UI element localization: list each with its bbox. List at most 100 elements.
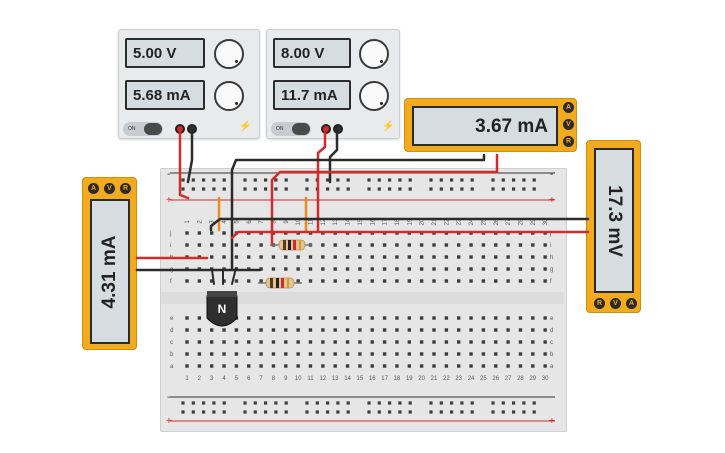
row-label: d — [550, 328, 553, 334]
column-label: 15 — [357, 376, 364, 382]
terminal-hole — [457, 328, 461, 332]
power-supply-2[interactable]: 8.00 V 11.7 mA ON ⚡ — [266, 29, 400, 139]
terminal-hole — [321, 255, 325, 259]
rail-hole — [346, 401, 350, 405]
terminal-hole — [395, 231, 399, 235]
terminal-hole — [444, 279, 449, 283]
ammeter-mode-button[interactable]: A — [563, 102, 574, 113]
psu2-on-toggle[interactable]: ON — [271, 122, 311, 136]
terminal-hole — [197, 267, 202, 271]
rail-hole — [532, 187, 536, 191]
terminal-hole — [457, 364, 461, 368]
terminal-hole — [494, 352, 498, 356]
terminal-hole — [395, 340, 399, 344]
psu1-current-knob-icon[interactable] — [214, 81, 244, 111]
rail-hole — [377, 187, 381, 191]
ammeter-mode-button[interactable]: A — [626, 298, 637, 309]
rail-hole — [243, 410, 247, 414]
voltmeter-mode-button[interactable]: V — [610, 298, 621, 309]
terminal-hole — [444, 328, 449, 332]
rail-hole — [326, 401, 330, 405]
voltmeter-mode-button[interactable]: V — [104, 183, 115, 194]
terminal-hole — [333, 352, 337, 356]
rail-hole — [512, 401, 516, 405]
voltmeter-mode-button[interactable]: V — [563, 119, 574, 130]
row-label: b — [550, 352, 554, 358]
psu1-positive-terminal[interactable] — [175, 124, 185, 134]
rail-hole — [460, 187, 464, 191]
psu1-voltage-knob-icon[interactable] — [214, 39, 244, 69]
terminal-hole — [197, 316, 202, 320]
psu2-positive-terminal[interactable] — [321, 124, 331, 134]
terminal-hole — [222, 364, 226, 368]
terminal-hole — [518, 267, 523, 271]
terminal-hole — [469, 231, 473, 235]
terminal-hole — [271, 364, 276, 368]
rail-hole — [450, 410, 454, 414]
column-label: 13 — [333, 218, 339, 225]
terminal-hole — [234, 279, 239, 283]
terminal-hole — [531, 352, 535, 356]
row-label: f — [550, 279, 552, 285]
row-label: h — [170, 255, 173, 261]
ohmmeter-mode-button[interactable]: R — [594, 298, 605, 309]
multimeter-top-display: 3.67 mA — [412, 106, 558, 146]
row-label: a — [170, 364, 174, 370]
terminal-hole — [531, 231, 535, 235]
rail-hole — [346, 178, 350, 182]
terminal-hole — [457, 243, 461, 247]
multimeter-right[interactable]: 17.3 mV R V A — [586, 140, 641, 313]
rail-hole — [326, 178, 330, 182]
multimeter-top[interactable]: 3.67 mA A V R — [404, 98, 577, 152]
psu1-negative-terminal[interactable] — [187, 124, 197, 134]
multimeter-left-display: 4.31 mA — [90, 199, 130, 344]
psu2-current-knob-icon[interactable] — [359, 81, 389, 111]
terminal-hole — [518, 340, 523, 344]
rail-hole — [460, 410, 464, 414]
column-label: 9 — [284, 376, 288, 382]
ammeter-mode-button[interactable]: A — [88, 183, 99, 194]
terminal-hole — [382, 243, 387, 247]
rail-hole — [408, 178, 412, 182]
terminal-hole — [247, 364, 251, 368]
terminal-hole — [382, 352, 387, 356]
power-supply-1[interactable]: 5.00 V 5.68 mA ON ⚡ — [118, 29, 260, 139]
ohmmeter-mode-button[interactable]: R — [563, 136, 574, 147]
terminal-hole — [222, 231, 226, 235]
rail-hole — [460, 178, 464, 182]
terminal-hole — [345, 340, 350, 344]
terminal-hole — [308, 364, 313, 368]
psu2-negative-terminal[interactable] — [333, 124, 343, 134]
psu2-voltage-knob-icon[interactable] — [359, 39, 389, 69]
column-label: 17 — [383, 218, 389, 225]
rail-hole — [274, 410, 278, 414]
multimeter-left[interactable]: 4.31 mA A V R — [82, 177, 137, 350]
terminal-hole — [419, 267, 424, 271]
rail-hole — [491, 178, 495, 182]
column-label: 19 — [407, 218, 413, 225]
terminal-hole — [506, 267, 510, 271]
column-label: 29 — [529, 376, 536, 382]
column-label: 27 — [505, 376, 512, 382]
terminal-hole — [432, 316, 436, 320]
terminal-hole — [210, 364, 214, 368]
terminal-hole — [345, 267, 350, 271]
terminal-hole — [457, 231, 461, 235]
terminal-hole — [358, 364, 362, 368]
rail-hole — [315, 178, 319, 182]
terminal-hole — [234, 352, 239, 356]
terminal-hole — [407, 255, 411, 259]
terminal-hole — [481, 267, 486, 271]
ohmmeter-mode-button[interactable]: R — [120, 183, 131, 194]
terminal-hole — [296, 255, 300, 259]
rail-hole — [202, 410, 206, 414]
psu1-on-toggle[interactable]: ON — [123, 122, 163, 136]
terminal-hole — [469, 340, 473, 344]
terminal-hole — [506, 255, 510, 259]
terminal-hole — [395, 316, 399, 320]
terminal-hole — [197, 328, 202, 332]
terminal-hole — [531, 267, 535, 271]
multimeter-right-reading: 17.3 mV — [604, 184, 625, 257]
column-label: 19 — [406, 376, 413, 382]
